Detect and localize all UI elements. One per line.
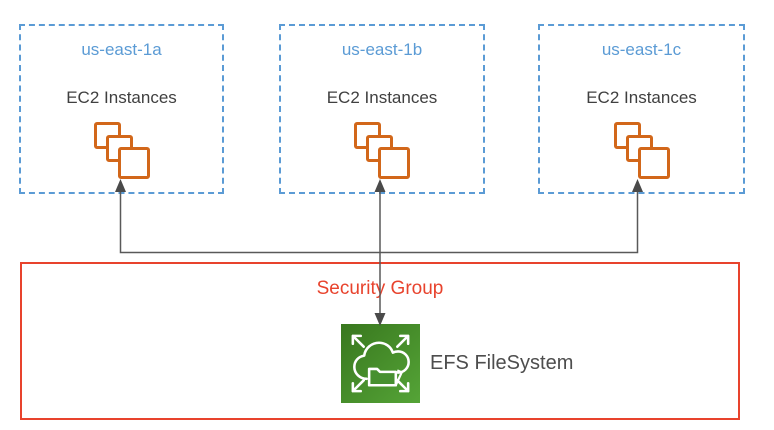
security-group-label: Security Group [316,278,444,299]
availability-zone-box-c: us-east-1c EC2 Instances [538,24,745,194]
instance-square-icon [637,147,670,179]
zone-title: us-east-1b [341,40,423,59]
ec2-instances-icon [93,122,151,180]
efs-filesystem-label: EFS FileSystem [430,352,574,374]
ec2-instances-icon [354,122,411,180]
instance-square-icon [117,147,150,179]
ec2-instances-label: EC2 Instances [66,88,177,107]
instance-square-icon [378,147,410,179]
efs-filesystem-icon [341,324,420,403]
zone-title: us-east-1a [81,40,162,59]
ec2-instances-label: EC2 Instances [586,88,697,107]
zone-title: us-east-1c [601,40,682,59]
ec2-instances-icon [613,122,671,180]
ec2-instances-label: EC2 Instances [326,88,438,107]
availability-zone-box-b: us-east-1b EC2 Instances [279,24,485,194]
availability-zone-box-a: us-east-1a EC2 Instances [19,24,224,194]
